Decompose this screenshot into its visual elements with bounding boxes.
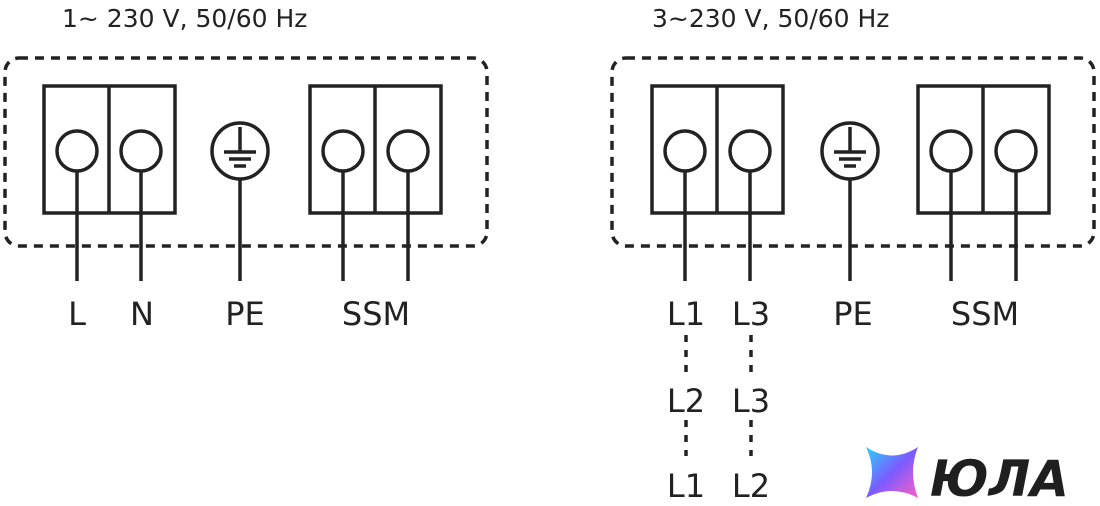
yula-star-icon: [866, 447, 918, 498]
label-pe-right: PE: [833, 295, 873, 333]
three-phase-housing-outline: [610, 56, 1096, 248]
alt-label-l2: L2: [667, 382, 705, 420]
three-phase-panel: 3~230 V, 50/60 Hz L1 L3 PE SSM: [610, 4, 1096, 505]
label-l: L: [68, 295, 86, 333]
label-l3: L3: [732, 295, 770, 333]
alt-label-l1: L1: [667, 467, 705, 505]
label-ssm-right: SSM: [951, 295, 1019, 333]
three-phase-title: 3~230 V, 50/60 Hz: [652, 4, 889, 33]
ssm-terminal-screw-2: [386, 129, 430, 173]
terminal-l1-screw: [663, 129, 707, 173]
ssm-terminal-screw-4: [994, 129, 1038, 173]
ssm-terminal-screw-1: [321, 129, 365, 173]
terminal-l3-screw: [728, 129, 772, 173]
alt-label-l2-bottom: L2: [732, 467, 770, 505]
label-l1: L1: [667, 295, 705, 333]
single-phase-housing-outline: [3, 56, 489, 248]
single-phase-title: 1~ 230 V, 50/60 Hz: [62, 4, 307, 33]
label-n: N: [130, 295, 154, 333]
yula-logo-text: ЮЛА: [930, 450, 1069, 506]
label-pe-left: PE: [225, 295, 265, 333]
ground-symbol-right: [820, 121, 880, 181]
terminal-l-screw: [55, 129, 99, 173]
label-ssm-left: SSM: [342, 295, 410, 333]
single-phase-panel: 1~ 230 V, 50/60 Hz L N PE SSM: [3, 4, 489, 333]
ground-symbol-left: [210, 121, 270, 181]
yula-logo: ЮЛА: [866, 447, 1069, 506]
terminal-n-screw: [119, 129, 163, 173]
alt-label-l3: L3: [732, 382, 770, 420]
ssm-terminal-screw-3: [929, 129, 973, 173]
